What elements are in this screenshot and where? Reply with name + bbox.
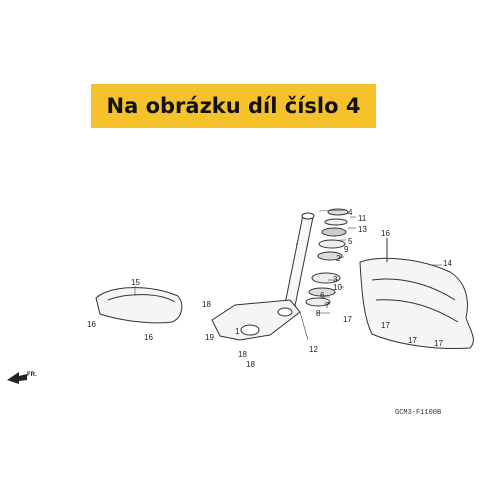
bottom-bridge (211, 299, 301, 341)
callout-10: 10 (333, 283, 342, 292)
callout-15: 15 (131, 278, 140, 287)
callout-2: 2 (336, 254, 341, 263)
callout-18-a: 18 (202, 300, 211, 309)
callout-17-c: 17 (408, 336, 417, 345)
callout-17-a: 17 (343, 315, 352, 324)
callout-1: 1 (235, 327, 240, 336)
callout-13: 13 (358, 225, 367, 234)
diagram-code: GCM3-F1100B (395, 409, 442, 417)
callout-4: 4 (348, 208, 353, 217)
callout-16-left: 16 (87, 320, 96, 329)
bearing-stack (305, 208, 349, 307)
headlight-cover (95, 287, 183, 324)
callout-19: 19 (205, 333, 214, 342)
callout-11: 11 (358, 214, 367, 223)
callout-8: 8 (316, 309, 321, 318)
callout-14: 14 (443, 259, 452, 268)
callout-3: 3 (333, 275, 338, 284)
callout-16-mid: 16 (144, 333, 153, 342)
callout-18-b: 18 (238, 350, 247, 359)
front-direction-arrow: FR. (7, 372, 37, 384)
banner-text: Na obrázku díl číslo 4 (106, 94, 361, 118)
callout-6: 6 (320, 291, 325, 300)
callout-17-d: 17 (434, 339, 443, 348)
callout-18-c: 18 (246, 360, 255, 369)
part-number-banner: Na obrázku díl číslo 4 (91, 84, 376, 128)
callout-17-b: 17 (381, 321, 390, 330)
callout-16-top: 16 (381, 229, 390, 238)
callout-7: 7 (325, 301, 330, 310)
callout-9: 9 (344, 245, 349, 254)
callout-5: 5 (348, 237, 353, 246)
callout-12: 12 (309, 345, 318, 354)
svg-text:FR.: FR. (27, 372, 37, 378)
